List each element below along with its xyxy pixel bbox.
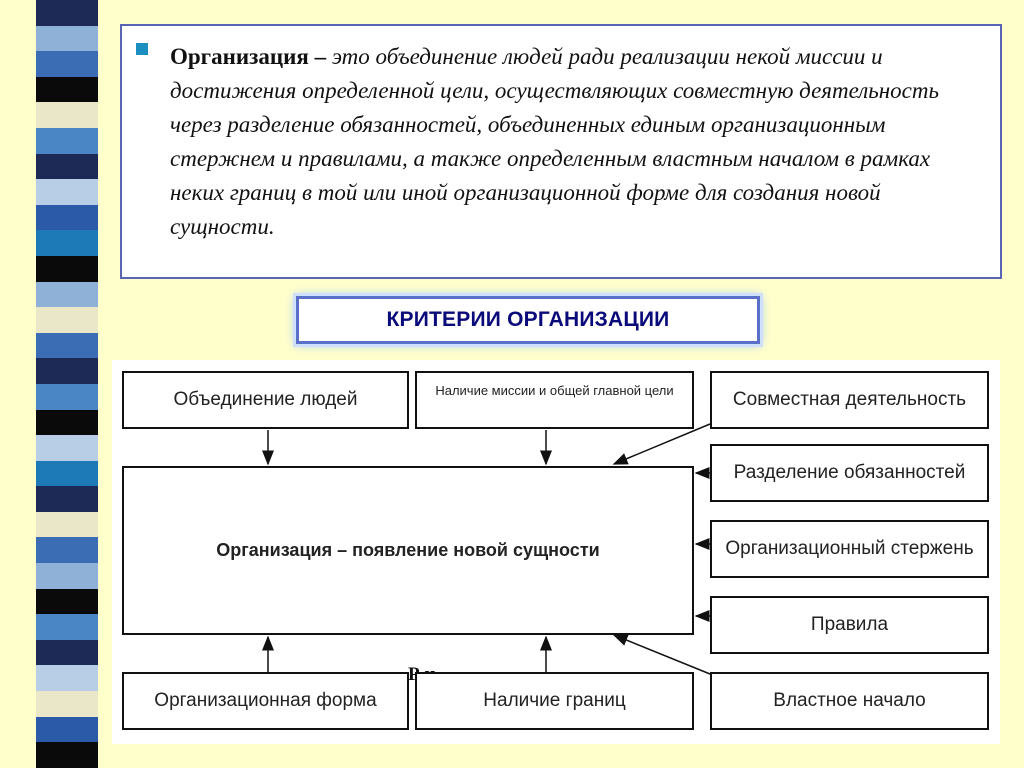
- box-power-principle: Властное начало: [710, 672, 989, 730]
- box-division-duties: Разделение обязанностей: [710, 444, 989, 502]
- stripe: [36, 76, 98, 103]
- box-center-organization: Организация – появление новой сущности: [122, 466, 694, 635]
- stripe: [36, 307, 98, 333]
- stripe: [36, 486, 98, 512]
- stripe: [36, 332, 98, 359]
- box-people-union: Объединение людей: [122, 371, 409, 429]
- definition-paragraph: Организация – это объединение людей ради…: [170, 40, 982, 244]
- stripe: [36, 563, 98, 589]
- arrow-power: [612, 634, 711, 675]
- stripe: [36, 358, 98, 384]
- stripe: [36, 281, 98, 308]
- stripe: [36, 153, 98, 180]
- bullet-icon: [136, 43, 148, 55]
- definition-box: Организация – это объединение людей ради…: [120, 24, 1002, 279]
- stripe: [36, 25, 98, 52]
- stripe: [36, 614, 98, 640]
- stripe: [36, 537, 98, 564]
- stripe: [36, 511, 98, 538]
- stripe: [36, 230, 98, 256]
- stripe: [36, 588, 98, 615]
- stripe: [36, 383, 98, 410]
- definition-term: Организация –: [170, 44, 327, 69]
- stripe: [36, 255, 98, 282]
- stripe: [36, 460, 98, 487]
- stripe: [36, 179, 98, 205]
- diagram-arrows: [262, 423, 711, 675]
- criteria-heading: КРИТЕРИИ ОРГАНИЗАЦИИ: [296, 296, 760, 344]
- box-organizational-core: Организационный стержень: [710, 520, 989, 578]
- stripe: [36, 639, 98, 666]
- stripe: [36, 742, 98, 768]
- box-boundaries: Наличие границ: [415, 672, 694, 730]
- stripe: [36, 435, 98, 461]
- stripe: [36, 665, 98, 692]
- stripe: [36, 127, 98, 154]
- stripe: [36, 102, 98, 128]
- organization-diagram: Р и Объединение людей Наличие миссии и о…: [112, 360, 1000, 744]
- stripe: [36, 204, 98, 231]
- box-joint-activity: Совместная деятельность: [710, 371, 989, 429]
- stripe: [36, 691, 98, 717]
- stripe: [36, 716, 98, 743]
- stripe: [36, 409, 98, 436]
- stripe: [36, 0, 98, 26]
- definition-text: это объединение людей ради реализации не…: [170, 44, 939, 239]
- arrow-joint-activity: [612, 423, 711, 465]
- box-rules: Правила: [710, 596, 989, 654]
- stripe: [36, 51, 98, 77]
- decorative-stripes: [36, 0, 98, 768]
- box-mission-goal: Наличие миссии и общей главной цели: [415, 371, 694, 429]
- box-organizational-form: Организационная форма: [122, 672, 409, 730]
